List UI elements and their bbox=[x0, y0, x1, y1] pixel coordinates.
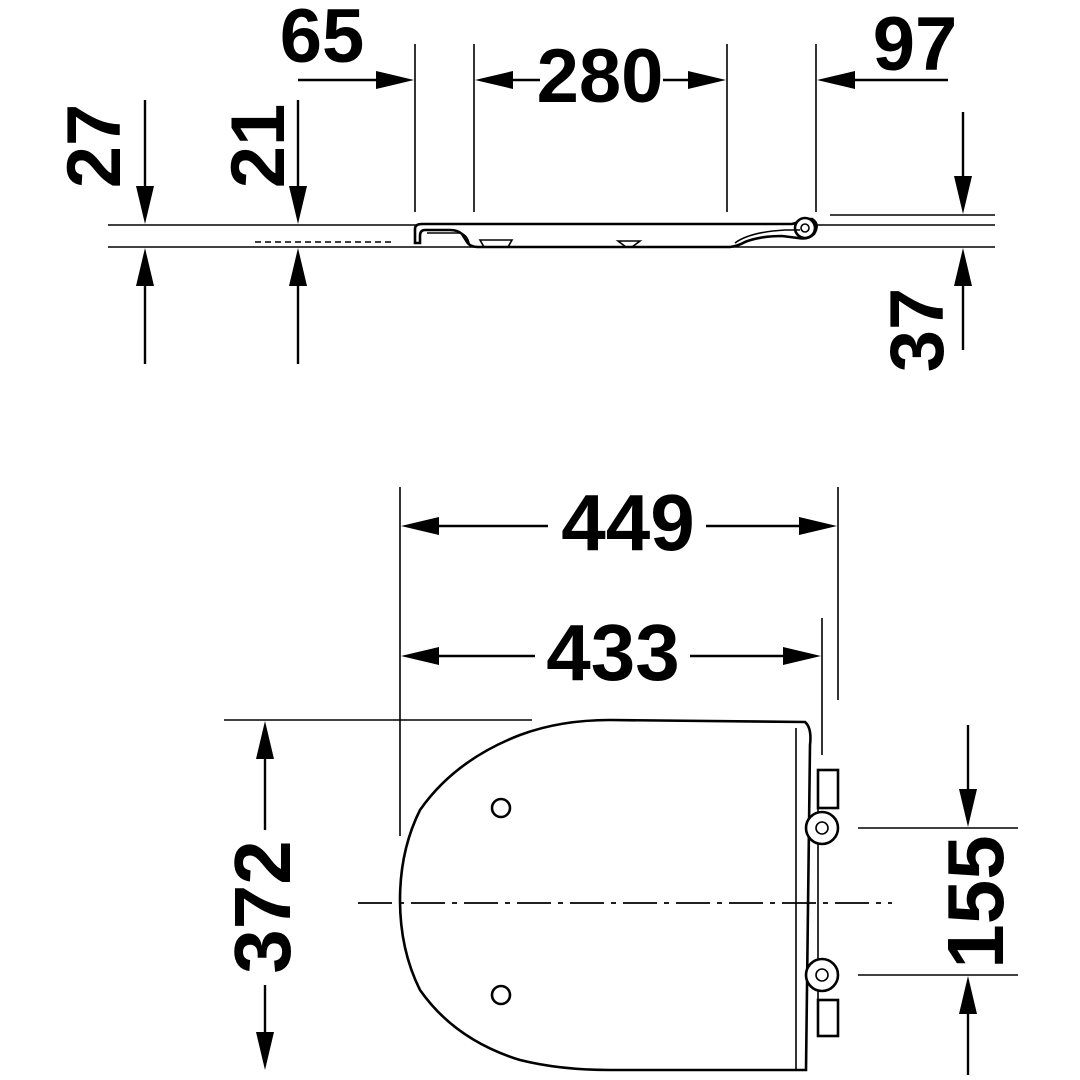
seat-top-outline bbox=[398, 718, 812, 1072]
arrow-155-down bbox=[959, 789, 977, 827]
arrow-280-left bbox=[475, 71, 513, 89]
dim-37: 37 bbox=[875, 288, 960, 373]
arrow-21-down bbox=[289, 186, 307, 224]
arrow-372-down bbox=[256, 1032, 274, 1070]
hinge-bolt-upper-icon bbox=[804, 810, 840, 846]
dim-155: 155 bbox=[931, 835, 1020, 968]
arrow-155-up bbox=[959, 976, 977, 1014]
arrow-27-up bbox=[136, 248, 154, 286]
bumper-rear-icon bbox=[615, 240, 643, 248]
arrow-449-right bbox=[799, 517, 837, 535]
side-view: 65 280 97 27 21 37 bbox=[52, 0, 995, 372]
dim-372: 372 bbox=[218, 840, 307, 973]
arrow-65 bbox=[376, 71, 414, 89]
hinge-plate-upper bbox=[816, 768, 840, 810]
dim-65: 65 bbox=[280, 0, 365, 79]
dim-433: 433 bbox=[546, 608, 679, 697]
seat-side-profile bbox=[255, 216, 818, 249]
dim-280: 280 bbox=[537, 34, 664, 119]
arrow-21-up bbox=[289, 248, 307, 286]
arrow-449-left bbox=[401, 517, 439, 535]
dim-97: 97 bbox=[873, 2, 958, 87]
arrow-37-up bbox=[954, 248, 972, 286]
arrow-433-left bbox=[401, 647, 439, 665]
dim-21: 21 bbox=[216, 104, 301, 189]
bumper-front-icon bbox=[478, 239, 514, 248]
arrow-37-down bbox=[954, 176, 972, 214]
dim-27: 27 bbox=[52, 104, 137, 189]
arrow-433-right bbox=[783, 647, 821, 665]
hinge-pivot-icon bbox=[793, 216, 817, 240]
hinge-plate-lower bbox=[816, 998, 840, 1038]
arrow-372-up bbox=[256, 721, 274, 759]
arrow-280-right bbox=[688, 71, 726, 89]
buffer-lower-icon bbox=[490, 984, 512, 1006]
arrow-97 bbox=[817, 71, 855, 89]
hinge-bolt-lower-icon bbox=[804, 957, 840, 993]
buffer-upper-icon bbox=[490, 797, 512, 819]
arrow-27-down bbox=[136, 186, 154, 224]
top-view: 449 433 372 155 bbox=[218, 478, 1020, 1075]
dim-449: 449 bbox=[561, 478, 694, 567]
